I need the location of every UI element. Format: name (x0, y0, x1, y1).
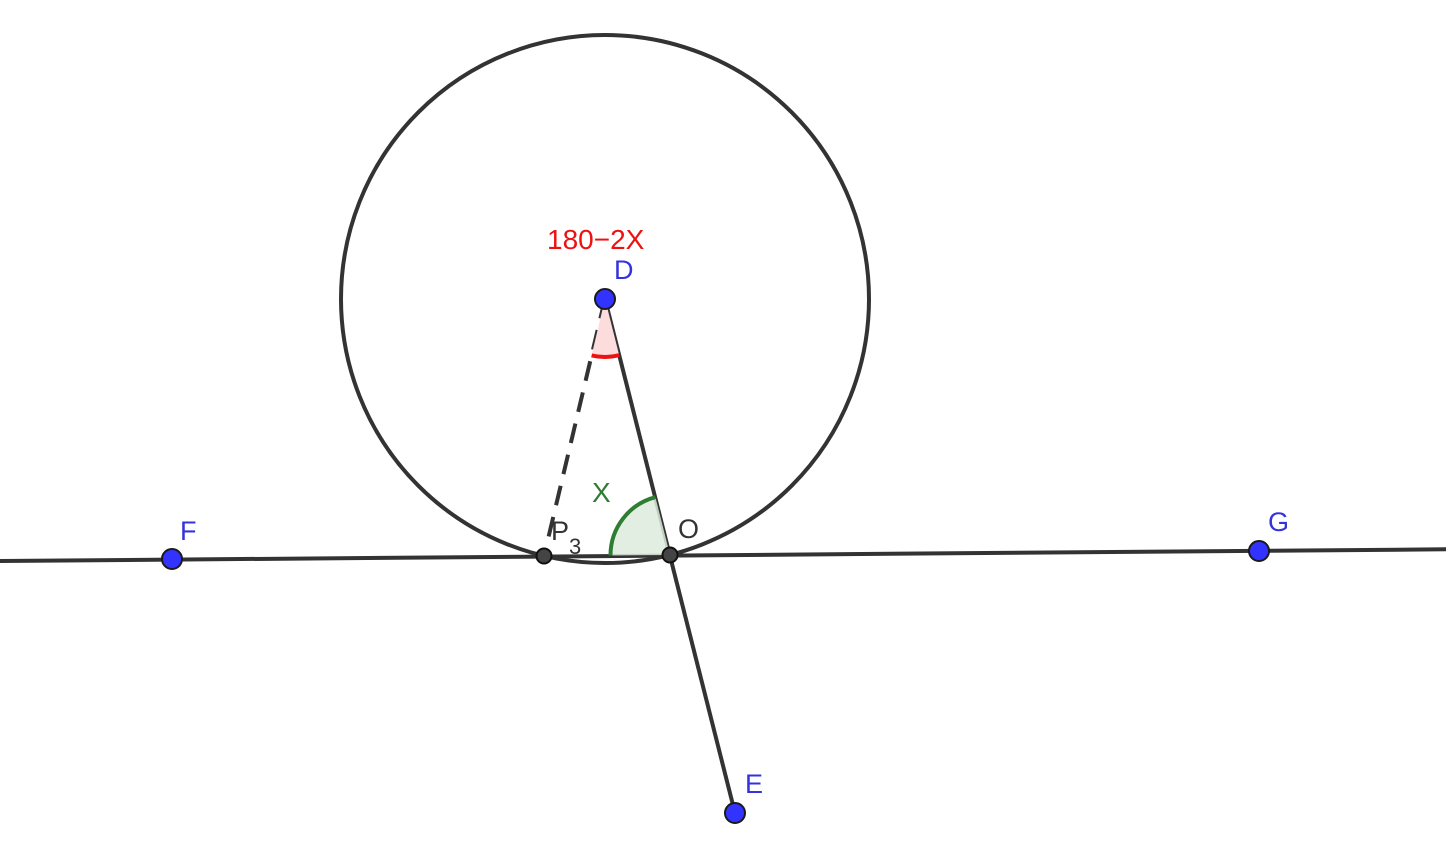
label-P3: P3 (551, 516, 581, 559)
label-D: D (614, 255, 634, 285)
label-G: G (1268, 507, 1289, 537)
label-P3-main: P (551, 516, 569, 546)
point-G[interactable] (1248, 540, 1270, 562)
angle-label-O: X (592, 477, 611, 508)
line-FG (0, 547, 1446, 563)
point-D[interactable] (594, 288, 616, 310)
label-O: O (678, 514, 699, 544)
angle-label-D: 180−2X (547, 224, 645, 255)
point-F[interactable] (161, 548, 183, 570)
point-P3[interactable] (535, 547, 553, 565)
angle-arc-O (610, 497, 670, 556)
circle-D (339, 33, 871, 565)
angle-arc-D (591, 299, 620, 357)
label-E: E (745, 769, 763, 799)
point-O[interactable] (661, 546, 679, 564)
angle-arc-D-stroke (591, 353, 620, 359)
label-F: F (180, 516, 197, 546)
point-E[interactable] (724, 802, 746, 824)
label-P3-subscript: 3 (569, 534, 581, 559)
angle-arc-O-stroke (608, 495, 656, 556)
